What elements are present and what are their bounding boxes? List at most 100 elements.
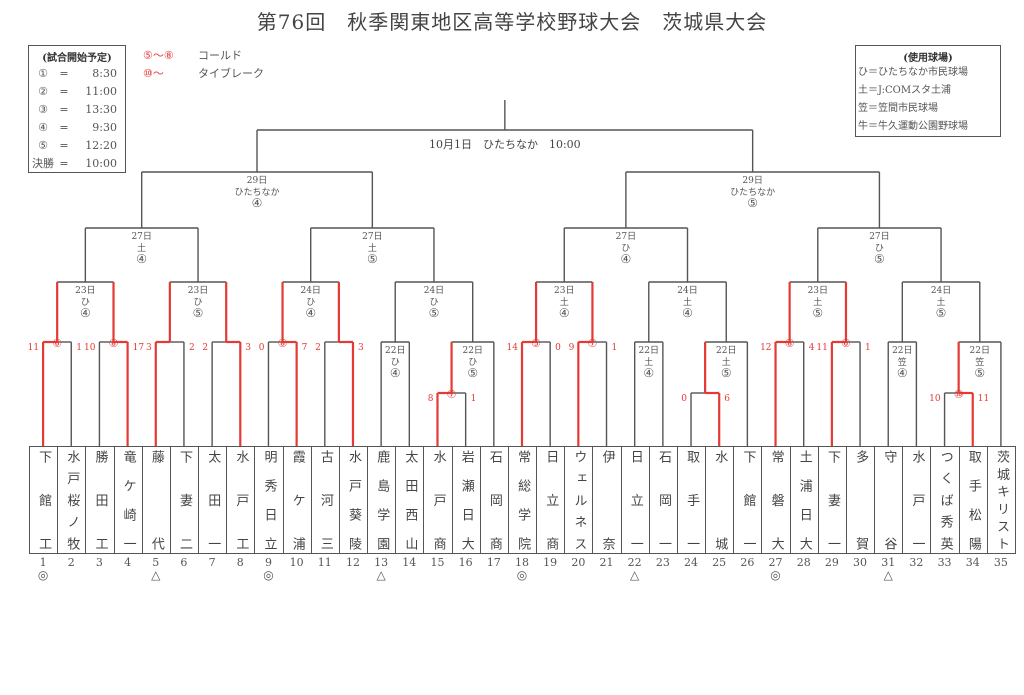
start-time-row: ②=11:00 — [29, 82, 125, 100]
team-name: 太田西山 — [402, 450, 418, 550]
match-label: 22日 — [462, 345, 482, 356]
team-box: 水戸葵陵 — [338, 446, 369, 554]
start-key: ⑤ — [38, 138, 48, 152]
team-name: 石岡一 — [655, 450, 671, 550]
team-number: 13 — [374, 556, 389, 569]
team-name: 竜ケ崎一 — [120, 450, 136, 550]
team-box: 常磐大 — [761, 446, 791, 554]
match-label: 29日 — [247, 175, 267, 186]
seed-mark: △ — [376, 568, 386, 582]
rule-mark: ⑩～ — [143, 67, 164, 80]
team-name: 下館一 — [740, 450, 756, 550]
match-label: ひたちなか — [235, 187, 280, 198]
team-name: 水戸葵陵 — [346, 450, 362, 550]
team-box: 明秀日立 — [254, 446, 284, 554]
score-left: 11 — [28, 343, 39, 353]
seed-mark: ◎ — [770, 568, 781, 582]
seed-mark: ◎ — [37, 568, 49, 582]
match-label: 27日 — [616, 231, 636, 242]
match-label: 23日 — [554, 285, 574, 296]
score-right: 11 — [978, 394, 989, 404]
inning-mark: ⑤ — [531, 337, 541, 350]
score-left: 14 — [507, 343, 519, 353]
match-label: 22日 — [385, 345, 405, 356]
team-number: 31 — [881, 556, 896, 569]
match-label: ひ — [875, 243, 884, 254]
score-left: 2 — [202, 343, 208, 353]
team-name: 岩瀬日大 — [458, 450, 474, 550]
score-right: 3 — [245, 343, 251, 353]
team-name: 水戸桜ノ牧 — [64, 450, 80, 550]
team-name: 水戸商 — [430, 450, 446, 550]
score-left: 3 — [146, 343, 152, 353]
team-box: 水戸工 — [226, 446, 256, 554]
final-label: 10月1日 ひたちなか 10:00 — [429, 138, 581, 151]
team-name: 明秀日立 — [261, 450, 277, 550]
venue-rows: ひ＝ひたちなか市民球場土＝J:COMスタ土浦笠＝笠間市民球場牛＝牛久運動公園野球… — [856, 64, 1000, 136]
start-time: 11:00 — [85, 84, 117, 98]
match-label: 土 — [644, 356, 653, 368]
start-time: 10:00 — [85, 156, 117, 170]
team-number: 3 — [95, 556, 103, 569]
team-box: ウェルネス — [564, 446, 594, 554]
match-label: ④ — [559, 306, 570, 320]
match-label: ひたちなか — [730, 187, 775, 198]
team-name: 太田一 — [205, 450, 221, 550]
team-box: 取手松陽 — [958, 446, 989, 554]
team-box: 藤代 — [141, 446, 172, 554]
match-label: 土 — [560, 296, 569, 308]
match-label: ⑤ — [874, 252, 885, 266]
seed-mark: △ — [883, 568, 893, 582]
team-number: 26 — [740, 556, 755, 569]
team-name: 石岡商 — [486, 450, 502, 550]
team-number: 4 — [124, 556, 132, 569]
match-label: 23日 — [75, 285, 95, 296]
match-label: ひ — [391, 357, 400, 368]
match-label: ④ — [390, 366, 401, 380]
team-number: 28 — [796, 556, 811, 569]
match-label: 土 — [722, 356, 731, 368]
team-number: 5 — [152, 556, 160, 569]
start-time-row: ③=13:30 — [29, 100, 125, 118]
page-title: 第76回 秋季関東地区高等学校野球大会 茨城県大会 — [256, 10, 768, 34]
match-label: 土 — [137, 242, 146, 254]
score-left: 0 — [259, 343, 265, 353]
team-name: 日立一 — [627, 450, 643, 550]
team-name: 取手松陽 — [965, 450, 981, 550]
match-label: ひ — [81, 297, 90, 308]
team-number: 35 — [993, 556, 1008, 569]
team-name: 勝田工 — [92, 450, 108, 550]
match-label: ひ — [429, 297, 438, 308]
match-label: ④ — [136, 252, 147, 266]
match-label: ⑤ — [974, 366, 985, 380]
team-box: 下妻一 — [817, 446, 848, 554]
equals: = — [59, 66, 69, 80]
match-label: 23日 — [808, 285, 828, 296]
match-label: 笠 — [975, 356, 984, 368]
team-number: 19 — [543, 556, 558, 569]
equals: = — [59, 102, 69, 116]
team-number: 27 — [768, 556, 783, 569]
team-name: 常総学院 — [515, 450, 531, 550]
team-box: 岩瀬日大 — [451, 446, 481, 554]
start-key: ② — [38, 84, 48, 98]
team-box: 石岡商 — [479, 446, 510, 554]
start-key: ③ — [38, 102, 48, 116]
inning-mark: ⑧ — [785, 337, 795, 350]
team-box: 水戸桜ノ牧 — [57, 446, 87, 554]
team-number: 9 — [264, 556, 272, 569]
equals: = — [59, 120, 69, 134]
venue-row: ひ＝ひたちなか市民球場 — [858, 67, 968, 78]
team-box: 太田一 — [198, 446, 228, 554]
team-number: 29 — [824, 556, 839, 569]
start-time-row: ④=9:30 — [29, 118, 125, 136]
team-number: 7 — [208, 556, 216, 569]
team-name: ウェルネス — [571, 450, 587, 550]
match-label: 24日 — [931, 285, 951, 296]
team-name: 古河三 — [317, 450, 333, 550]
team-name: 茨城キリスト — [994, 450, 1009, 550]
team-number: 10 — [289, 556, 304, 569]
match-label: ⑤ — [367, 252, 378, 266]
match-label: ひ — [621, 243, 630, 254]
